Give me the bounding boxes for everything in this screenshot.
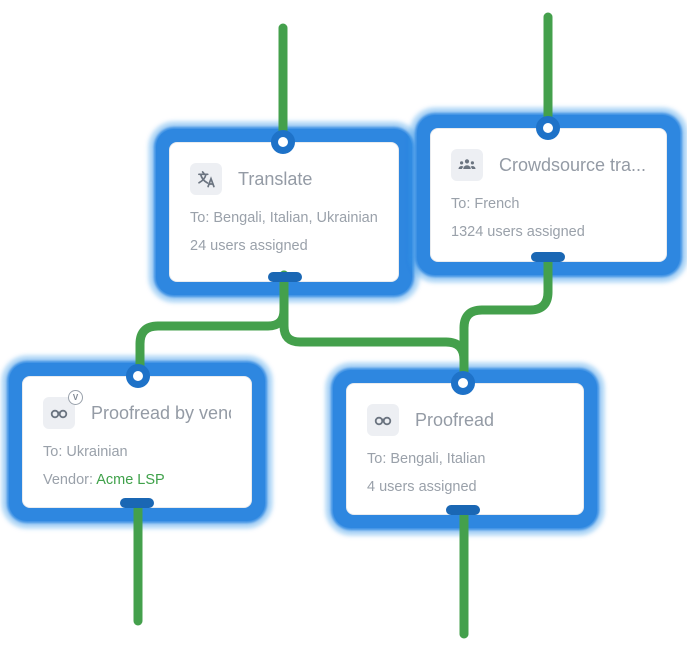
output-port[interactable] bbox=[120, 498, 154, 508]
node-proofread-vendor[interactable]: V Proofread by vendor To: Ukrainian Vend… bbox=[9, 363, 265, 521]
node-users: 24 users assigned bbox=[190, 238, 308, 254]
vendor-name[interactable]: Acme LSP bbox=[96, 472, 165, 488]
glasses-icon bbox=[367, 404, 399, 436]
node-users: 1324 users assigned bbox=[451, 224, 585, 240]
input-port[interactable] bbox=[536, 116, 560, 140]
node-title: Proofread bbox=[415, 409, 495, 430]
node-languages: To: Bengali, Italian, Ukrainian bbox=[190, 210, 378, 226]
people-icon bbox=[451, 149, 483, 181]
node-proofread[interactable]: Proofread To: Bengali, Italian 4 users a… bbox=[333, 370, 597, 528]
output-port[interactable] bbox=[268, 272, 302, 282]
node-translate-card[interactable]: Translate To: Bengali, Italian, Ukrainia… bbox=[169, 142, 399, 282]
connector-crowdsource-to-proofread bbox=[459, 253, 553, 389]
node-title: Proofread by vendor bbox=[91, 402, 231, 423]
node-crowdsource[interactable]: Crowdsource tra... To: French 1324 users… bbox=[417, 115, 680, 275]
vendor-badge: V bbox=[68, 390, 83, 405]
node-languages: To: Ukrainian bbox=[43, 444, 128, 460]
translate-icon bbox=[190, 163, 222, 195]
node-title: Translate bbox=[238, 168, 313, 189]
vendor-label: Vendor: bbox=[43, 472, 97, 488]
node-users: 4 users assigned bbox=[367, 479, 477, 495]
node-languages: To: French bbox=[451, 196, 520, 212]
node-crowdsource-card[interactable]: Crowdsource tra... To: French 1324 users… bbox=[430, 128, 667, 262]
glasses-vendor-icon: V bbox=[43, 390, 83, 429]
node-proofread-vendor-card[interactable]: V Proofread by vendor To: Ukrainian Vend… bbox=[22, 376, 252, 508]
input-port[interactable] bbox=[451, 371, 475, 395]
node-languages: To: Bengali, Italian bbox=[367, 451, 486, 467]
node-proofread-card[interactable]: Proofread To: Bengali, Italian 4 users a… bbox=[346, 383, 584, 515]
output-port[interactable] bbox=[446, 505, 480, 515]
node-vendor: Vendor: Acme LSP bbox=[43, 472, 231, 488]
output-port[interactable] bbox=[531, 252, 565, 262]
input-port[interactable] bbox=[271, 130, 295, 154]
node-title: Crowdsource tra... bbox=[499, 154, 646, 175]
input-port[interactable] bbox=[126, 364, 150, 388]
node-translate[interactable]: Translate To: Bengali, Italian, Ukrainia… bbox=[156, 129, 412, 295]
